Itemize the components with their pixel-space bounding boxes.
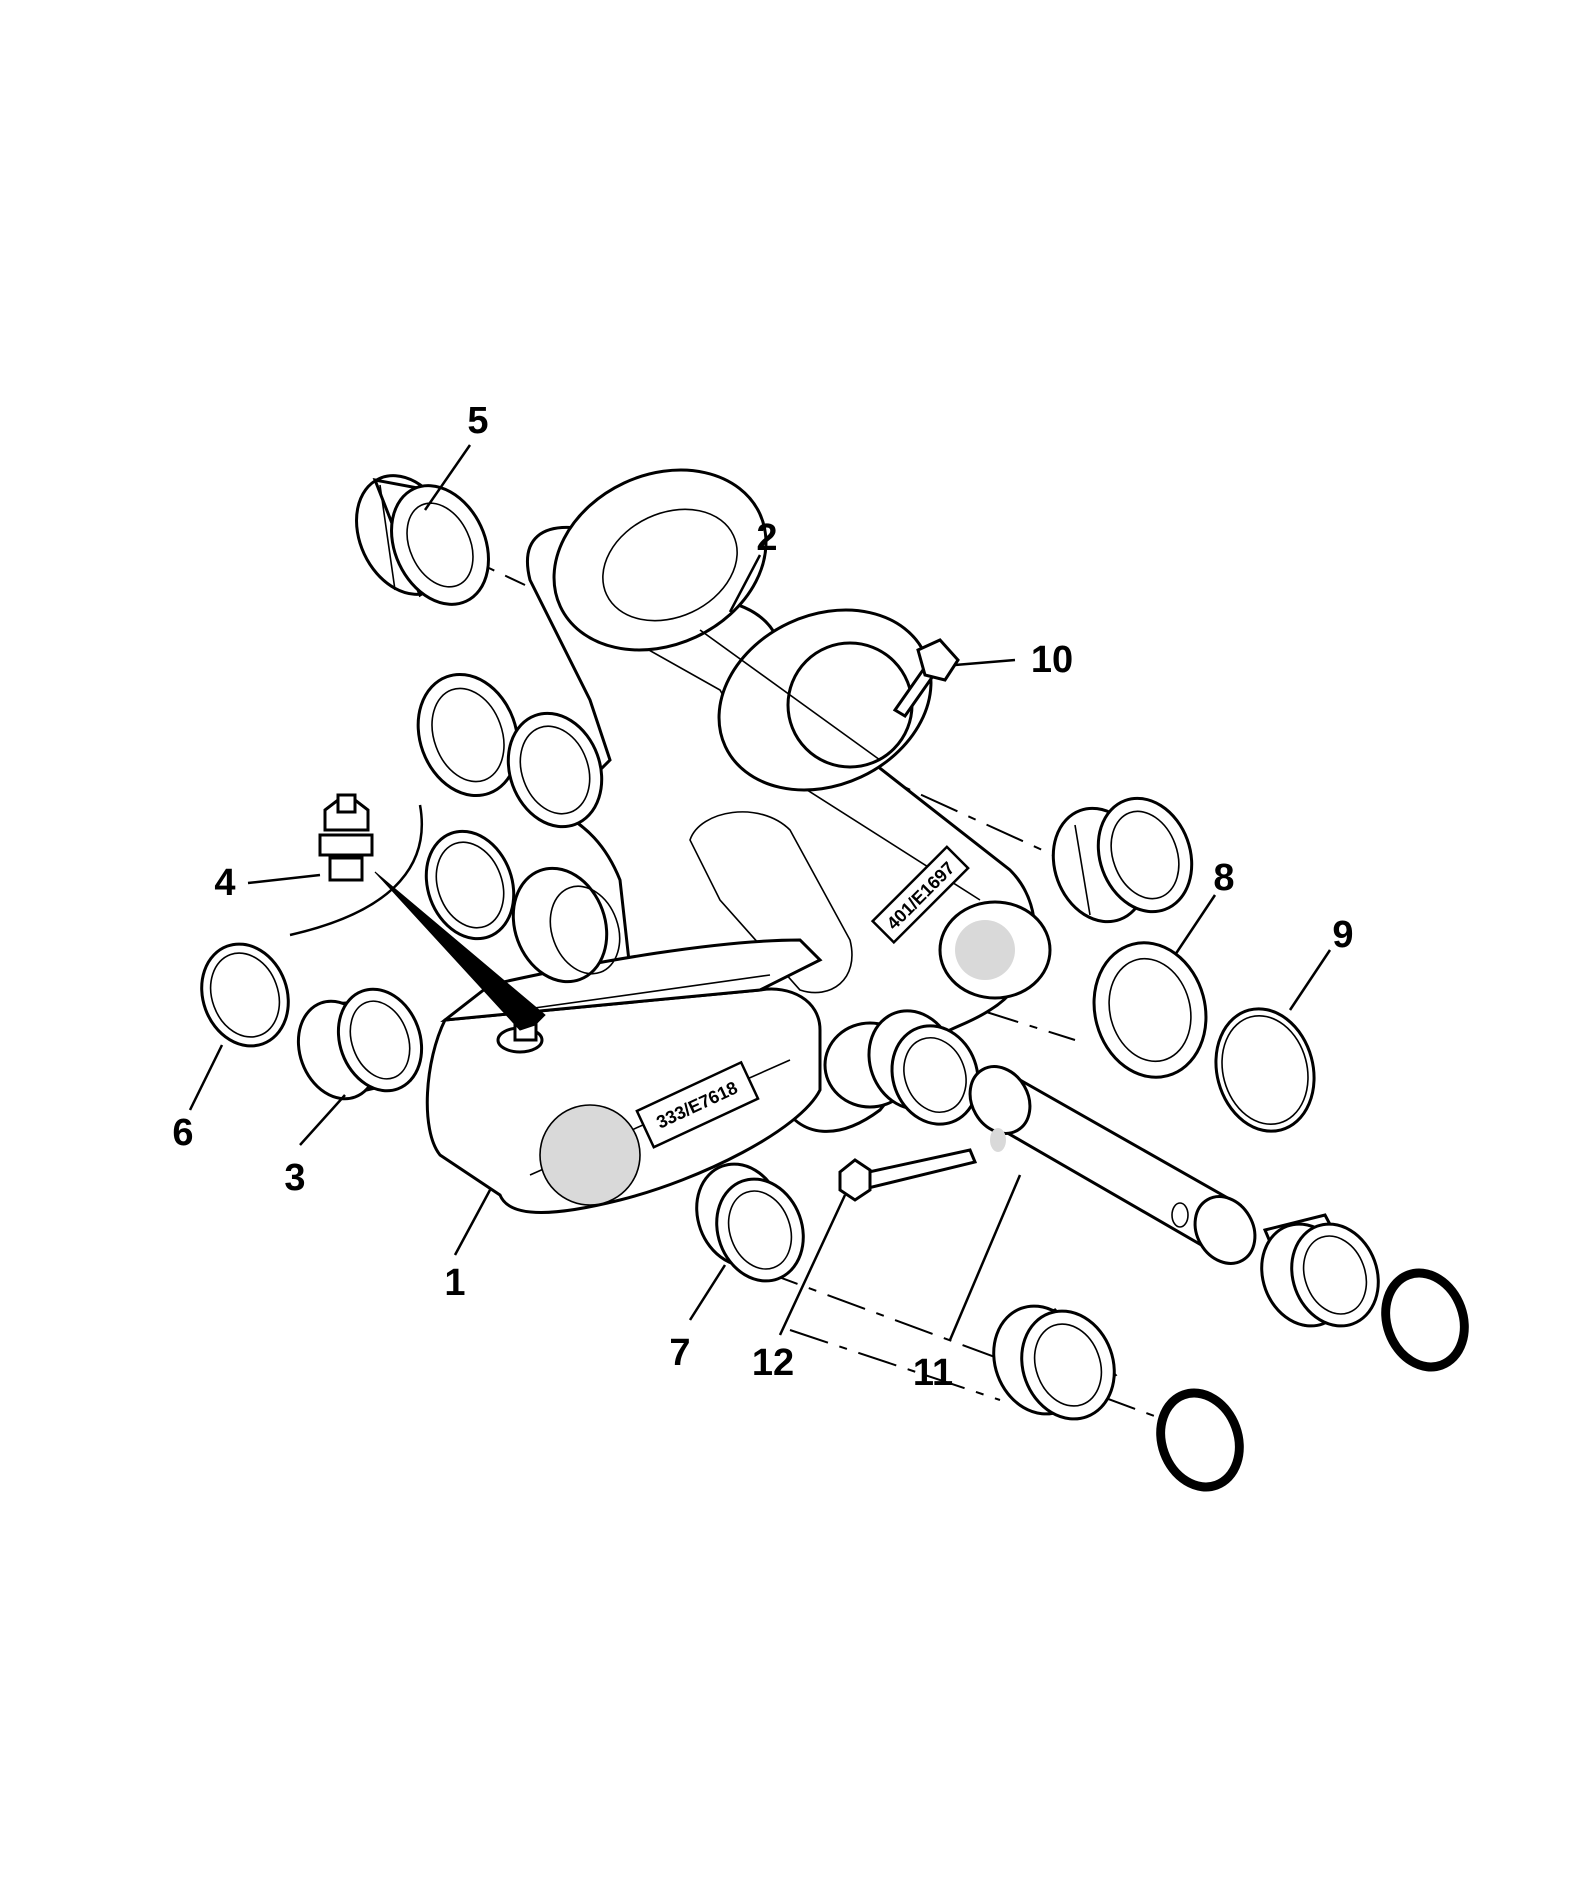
washer-upper-left[interactable] bbox=[402, 660, 535, 809]
callout-7: 7 bbox=[669, 1332, 690, 1374]
callout-8: 8 bbox=[1213, 857, 1234, 899]
callout-4: 4 bbox=[214, 862, 235, 904]
callout-3: 3 bbox=[284, 1157, 305, 1199]
seal-lower-right[interactable] bbox=[1373, 1262, 1477, 1378]
callout-12: 12 bbox=[752, 1342, 794, 1384]
callout-10: 10 bbox=[1031, 639, 1073, 681]
seal-item-6[interactable] bbox=[188, 932, 303, 1058]
bush-item-3[interactable] bbox=[285, 977, 435, 1110]
bush-item-7[interactable] bbox=[683, 1152, 818, 1293]
bush-item-5[interactable] bbox=[338, 460, 507, 620]
washer-item-8[interactable] bbox=[1079, 930, 1220, 1090]
bush-lower-right[interactable] bbox=[1248, 1212, 1393, 1338]
leader-lines bbox=[188, 444, 1332, 1341]
bush-upper-right[interactable] bbox=[1038, 785, 1207, 935]
detail-arc bbox=[289, 804, 546, 1031]
bolt-item-10[interactable] bbox=[892, 638, 960, 719]
bush-center[interactable] bbox=[855, 999, 991, 1137]
grease-nipple-item-4[interactable] bbox=[318, 793, 374, 882]
callout-9: 9 bbox=[1332, 914, 1353, 956]
shim-item-9[interactable] bbox=[1203, 998, 1328, 1143]
callout-2: 2 bbox=[756, 517, 777, 559]
callout-labels: 1 2 3 4 5 6 7 8 9 10 11 12 bbox=[172, 400, 1353, 1394]
callout-5: 5 bbox=[467, 400, 488, 442]
washer-middle-left[interactable] bbox=[412, 819, 529, 951]
callout-1: 1 bbox=[444, 1262, 465, 1304]
callout-6: 6 bbox=[172, 1112, 193, 1154]
bush-bottom-center[interactable] bbox=[979, 1293, 1129, 1432]
pin-item-11[interactable] bbox=[958, 1056, 1266, 1275]
bolt-item-12[interactable] bbox=[838, 1148, 978, 1202]
seal-bottom-center[interactable] bbox=[1148, 1382, 1252, 1498]
bush-upper-left[interactable] bbox=[493, 700, 617, 840]
callout-11: 11 bbox=[913, 1352, 953, 1394]
bush-middle-left[interactable] bbox=[498, 855, 632, 995]
lower-link-body[interactable]: 333/E7618 bbox=[425, 938, 823, 1214]
